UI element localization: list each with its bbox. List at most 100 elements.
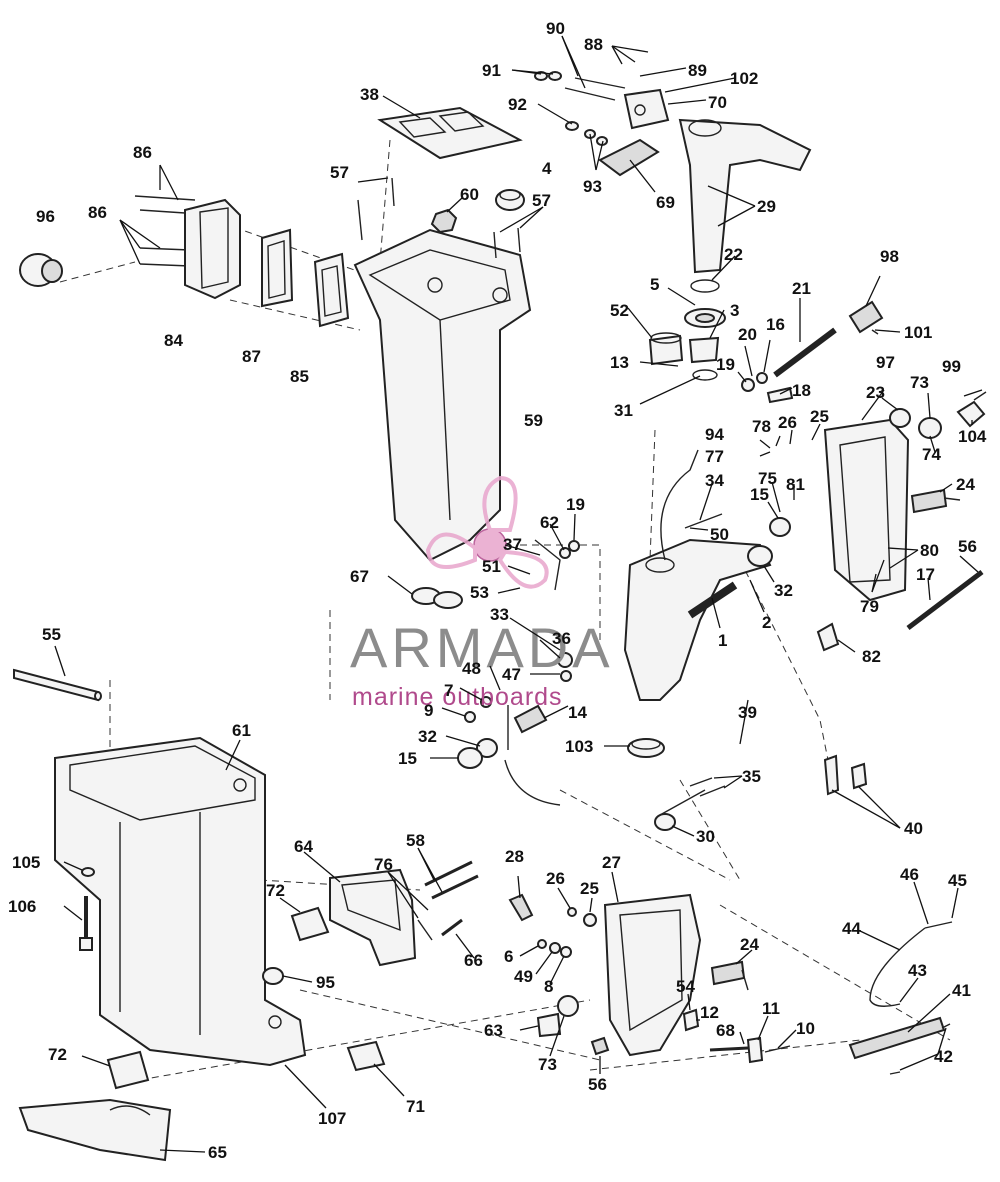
- callout-41: 41: [952, 981, 971, 1000]
- callout-2: 2: [762, 613, 771, 632]
- callout-72b: 72: [48, 1045, 67, 1064]
- seal-part-67: [411, 587, 463, 609]
- callout-4: 4: [542, 159, 552, 178]
- blocks-part-72: [106, 906, 330, 1090]
- callout-96: 96: [36, 207, 55, 226]
- rod-part-55: [13, 668, 102, 702]
- callout-77: 77: [705, 447, 724, 466]
- tilt-pin-part-17: [906, 570, 984, 630]
- callout-25b: 25: [580, 879, 599, 898]
- callout-95: 95: [316, 973, 335, 992]
- callout-65: 65: [208, 1143, 227, 1162]
- callout-63: 63: [484, 1021, 503, 1040]
- spring-part-24-right: [910, 488, 961, 514]
- bracket-part-70: [623, 88, 670, 130]
- callout-91: 91: [482, 61, 501, 80]
- callout-25a: 25: [810, 407, 829, 426]
- steering-arm-part-29: [678, 118, 812, 274]
- stern-bracket-part-23: [823, 418, 910, 602]
- callout-68: 68: [716, 1021, 735, 1040]
- callout-56a: 56: [958, 537, 977, 556]
- callout-42: 42: [934, 1047, 953, 1066]
- callout-22: 22: [724, 245, 743, 264]
- small-hardware-top: [534, 71, 626, 146]
- tilt-tube-part-21: [741, 327, 837, 404]
- center-hardware: [457, 652, 573, 806]
- callout-51: 51: [482, 557, 501, 576]
- callout-67: 67: [350, 567, 369, 586]
- callout-5: 5: [650, 275, 659, 294]
- callout-82: 82: [862, 647, 881, 666]
- callout-57b: 57: [532, 191, 551, 210]
- clamp-handle-part-98: [848, 300, 884, 335]
- hardware-part-54-68-10: [682, 1008, 791, 1064]
- callout-69: 69: [656, 193, 675, 212]
- callout-13: 13: [610, 353, 629, 372]
- callout-102: 102: [730, 69, 758, 88]
- callout-70: 70: [708, 93, 727, 112]
- screws-part-35-30: [654, 777, 726, 831]
- callout-56b: 56: [588, 1075, 607, 1094]
- swivel-bracket-part-1: [623, 538, 772, 701]
- callout-36: 36: [552, 629, 571, 648]
- spring-part-24-lower: [710, 960, 749, 991]
- callout-106: 106: [8, 897, 36, 916]
- callout-49: 49: [514, 967, 533, 986]
- callout-14: 14: [568, 703, 587, 722]
- callout-38: 38: [360, 85, 379, 104]
- callout-1: 1: [718, 631, 727, 650]
- stern-bracket-part-27: [603, 893, 702, 1057]
- callout-97: 97: [876, 353, 895, 372]
- callout-35: 35: [742, 767, 761, 786]
- callout-85: 85: [290, 367, 309, 386]
- callout-94: 94: [705, 425, 724, 444]
- callout-61: 61: [232, 721, 251, 740]
- callout-21: 21: [792, 279, 811, 298]
- callout-58: 58: [406, 831, 425, 850]
- callout-46: 46: [900, 865, 919, 884]
- callout-47: 47: [502, 665, 521, 684]
- clamps-part-40: [823, 754, 868, 796]
- small-hardware-62-19: [534, 539, 580, 591]
- callout-86a: 86: [133, 143, 152, 162]
- callout-50: 50: [710, 525, 729, 544]
- callout-87: 87: [242, 347, 261, 366]
- gasket-part-87: [261, 228, 294, 308]
- callout-59: 59: [524, 411, 543, 430]
- lever-part-28: [508, 893, 597, 958]
- callout-80: 80: [920, 541, 939, 560]
- callout-6: 6: [504, 947, 513, 966]
- callout-19a: 19: [566, 495, 585, 514]
- screws-part-57: [357, 177, 521, 259]
- callout-28: 28: [505, 847, 524, 866]
- clamp-hardware-right: [889, 391, 987, 439]
- callout-43: 43: [908, 961, 927, 980]
- callout-15b: 15: [398, 749, 417, 768]
- callout-55: 55: [42, 625, 61, 644]
- callout-15a: 15: [750, 485, 769, 504]
- lower-cover-part-65: [18, 1098, 172, 1162]
- callout-66: 66: [464, 951, 483, 970]
- callout-23: 23: [866, 383, 885, 402]
- callout-103: 103: [565, 737, 593, 756]
- screw-part-34-50: [660, 449, 723, 561]
- bolt-part-105-106: [79, 867, 95, 951]
- callout-64: 64: [294, 837, 313, 856]
- callout-98: 98: [880, 247, 899, 266]
- callout-17: 17: [916, 565, 935, 584]
- callout-24b: 24: [740, 935, 759, 954]
- cover-part-84: [184, 198, 241, 300]
- callout-10: 10: [796, 1019, 815, 1038]
- rings-part-22-5-3: [684, 279, 726, 364]
- callout-75: 75: [758, 469, 777, 488]
- grommet-part-95: [262, 967, 284, 985]
- callout-105: 105: [12, 853, 40, 872]
- callout-8: 8: [544, 977, 553, 996]
- exhaust-housing-part-61-107: [54, 736, 307, 1067]
- callout-12: 12: [700, 1003, 719, 1022]
- callout-57a: 57: [330, 163, 349, 182]
- grip-part-69: [598, 138, 660, 177]
- washer-part-31: [692, 369, 718, 381]
- callout-79: 79: [860, 597, 879, 616]
